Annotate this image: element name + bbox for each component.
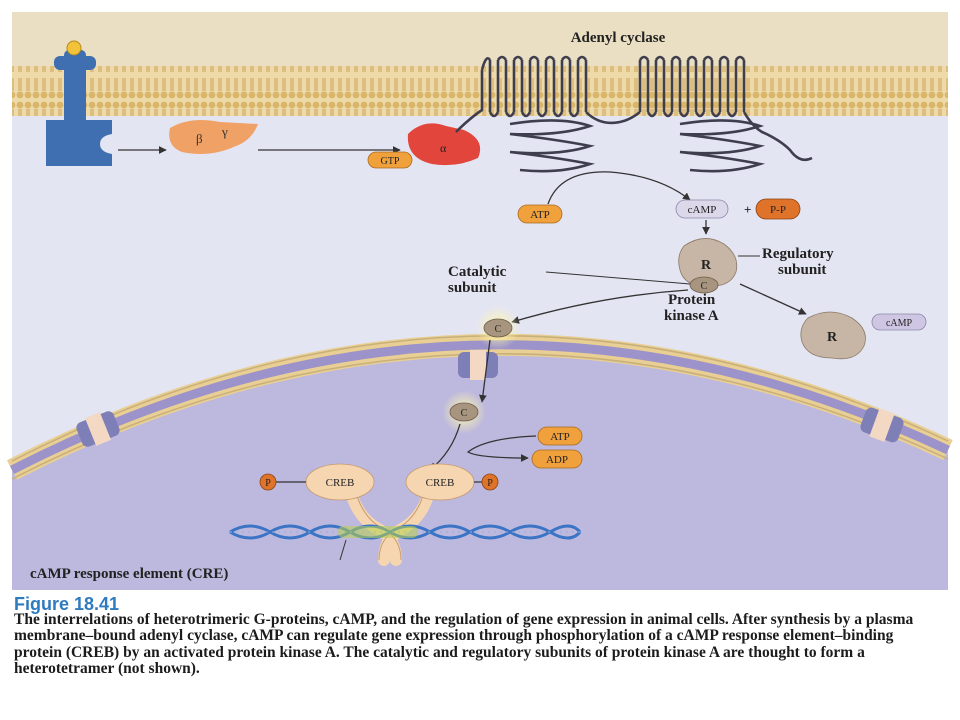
nuclear-atp-label: ATP [550,431,570,443]
phosphate-label-left: P [265,478,271,489]
adp-label: ADP [546,454,568,466]
catalytic-subunit: C [689,276,719,294]
ligand [66,40,82,56]
leader-catalytic [545,271,691,285]
catalytic-subunit-label-1: Catalytic [448,264,507,280]
beta-label: β [196,131,203,146]
extracellular-space [12,12,948,68]
figure-caption: The interrelations of heterotrimeric G-p… [14,611,914,677]
creb-label-left: CREB [326,477,355,489]
atp-label: ATP [530,209,550,221]
regulatory-subunit-label-2: subunit [778,262,826,278]
camp-bound-label: cAMP [886,318,913,329]
protein-kinase-a-label-1: Protein [668,292,716,308]
arrow-c-to-nucleus [479,339,491,403]
bound-camp-pill: cAMP [871,313,927,331]
r-label: R [701,258,712,273]
alpha-label: α [440,141,447,155]
nuclear-atp-pill: ATP [537,426,583,446]
g-protein-beta-gamma: β γ [169,120,258,154]
creb-dimer [305,463,475,566]
c-label-nuclear: C [461,408,468,419]
catalytic-subunit-label-2: subunit [448,280,496,296]
dna-helix [229,524,582,540]
cre-label: cAMP response element (CRE) [30,566,228,582]
adenyl-cyclase [455,55,813,173]
gtp-pill: GTP [367,151,413,169]
gamma-label: γ [221,124,228,139]
creb-label-right: CREB [426,477,455,489]
receptor [46,50,112,166]
adp-pill: ADP [531,449,583,469]
protein-kinase-a-label-2: kinase A [664,308,719,324]
phosphate-left: P [259,473,277,491]
atp-pill: ATP [517,204,563,224]
regulatory-subunit: R [678,238,738,287]
c-label-free: C [495,324,502,335]
free-catalytic-subunit: C [483,318,513,338]
nuclear-pore [76,411,120,447]
figure-label: Figure 18.41 [14,594,120,614]
ppi-label: P-P [770,204,786,216]
g-protein-alpha: α [407,123,481,166]
nuclear-catalytic-subunit: C [449,402,479,422]
arrow-pka-to-released-r [739,283,807,315]
released-regulatory-subunit: R [800,311,866,360]
camp-pill: cAMP [675,199,729,219]
leader-cre [339,539,347,561]
arrow-atp-to-adp [466,435,537,462]
phosphate-right: P [481,473,499,491]
camp-label: cAMP [688,204,717,216]
regulatory-subunit-label-1: Regulatory [762,246,834,262]
arrow-pka-to-free-c [511,289,689,324]
arrow-atp-to-camp [547,171,691,205]
adenyl-cyclase-label: Adenyl cyclase [571,30,666,46]
c-label-pka: C [701,281,708,292]
ppi-pill: P-P [755,198,801,220]
phosphate-label-right: P [487,478,493,489]
nuclear-pore [458,350,498,380]
gtp-label: GTP [381,156,400,167]
r-label-released: R [827,330,838,345]
nuclear-pore [860,407,904,443]
plus-label: + [744,202,751,217]
nucleus [6,333,953,590]
